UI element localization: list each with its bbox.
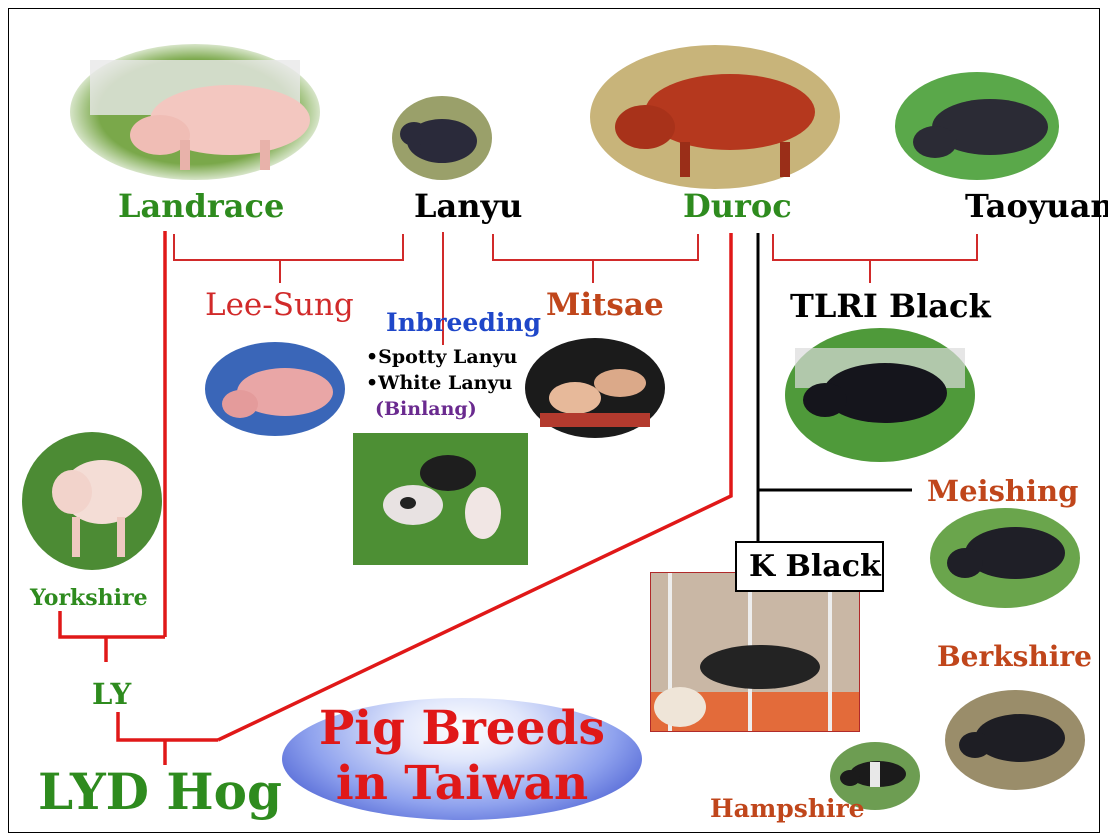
tlri-black-label: TLRI Black bbox=[790, 287, 991, 325]
meishing-photo bbox=[930, 508, 1080, 608]
tlri-black-photo bbox=[785, 328, 975, 462]
taoyuan-photo bbox=[895, 72, 1059, 180]
inbreeding-heading: Inbreeding bbox=[386, 308, 541, 337]
diagram-frame bbox=[8, 8, 1100, 833]
white-lanyu-item: •White Lanyu bbox=[366, 372, 513, 394]
spotty-lanyu-item: •Spotty Lanyu bbox=[366, 346, 518, 368]
inbreeding-photo bbox=[353, 433, 528, 565]
lanyu-photo bbox=[392, 96, 492, 180]
duroc-line bbox=[217, 233, 733, 742]
yorkshire-label: Yorkshire bbox=[30, 585, 148, 611]
ly-label: LY bbox=[92, 677, 132, 711]
mitsae-photo bbox=[525, 338, 665, 438]
yorkshire-photo bbox=[22, 432, 162, 570]
taoyuan-label: Taoyuan bbox=[965, 187, 1108, 225]
binlang-note: (Binlang) bbox=[375, 398, 477, 420]
lee-sung-label: Lee-Sung bbox=[205, 287, 354, 323]
duroc-photo bbox=[590, 45, 840, 189]
mitsae-label: Mitsae bbox=[546, 287, 664, 323]
k-black-label: K Black bbox=[749, 549, 881, 584]
berkshire-label: Berkshire bbox=[937, 640, 1092, 673]
lee-sung-connector bbox=[173, 234, 404, 261]
meishing-label: Meishing bbox=[927, 474, 1079, 508]
tlri-black-connector bbox=[772, 234, 978, 261]
lanyu-label: Lanyu bbox=[414, 187, 523, 225]
ly-to-lyd bbox=[116, 712, 218, 742]
title-badge: Pig Breeds in Taiwan bbox=[282, 698, 642, 820]
berkshire-photo bbox=[945, 690, 1085, 790]
title-line-2: in Taiwan bbox=[335, 756, 589, 811]
k-black-photo bbox=[650, 572, 860, 732]
duroc-label: Duroc bbox=[683, 187, 792, 225]
landrace-label: Landrace bbox=[118, 187, 285, 225]
landrace-photo bbox=[70, 44, 320, 180]
yorkshire-line bbox=[58, 611, 165, 639]
hampshire-photo bbox=[830, 742, 920, 810]
mitsae-connector bbox=[492, 234, 699, 261]
hampshire-label: Hampshire bbox=[710, 794, 865, 823]
title-ellipse bbox=[282, 698, 642, 820]
lee-sung-photo bbox=[205, 342, 345, 436]
k-black-box: K Black bbox=[735, 541, 884, 592]
lyd-hog-label: LYD Hog bbox=[38, 762, 282, 821]
title-line-1: Pig Breeds bbox=[318, 701, 606, 756]
